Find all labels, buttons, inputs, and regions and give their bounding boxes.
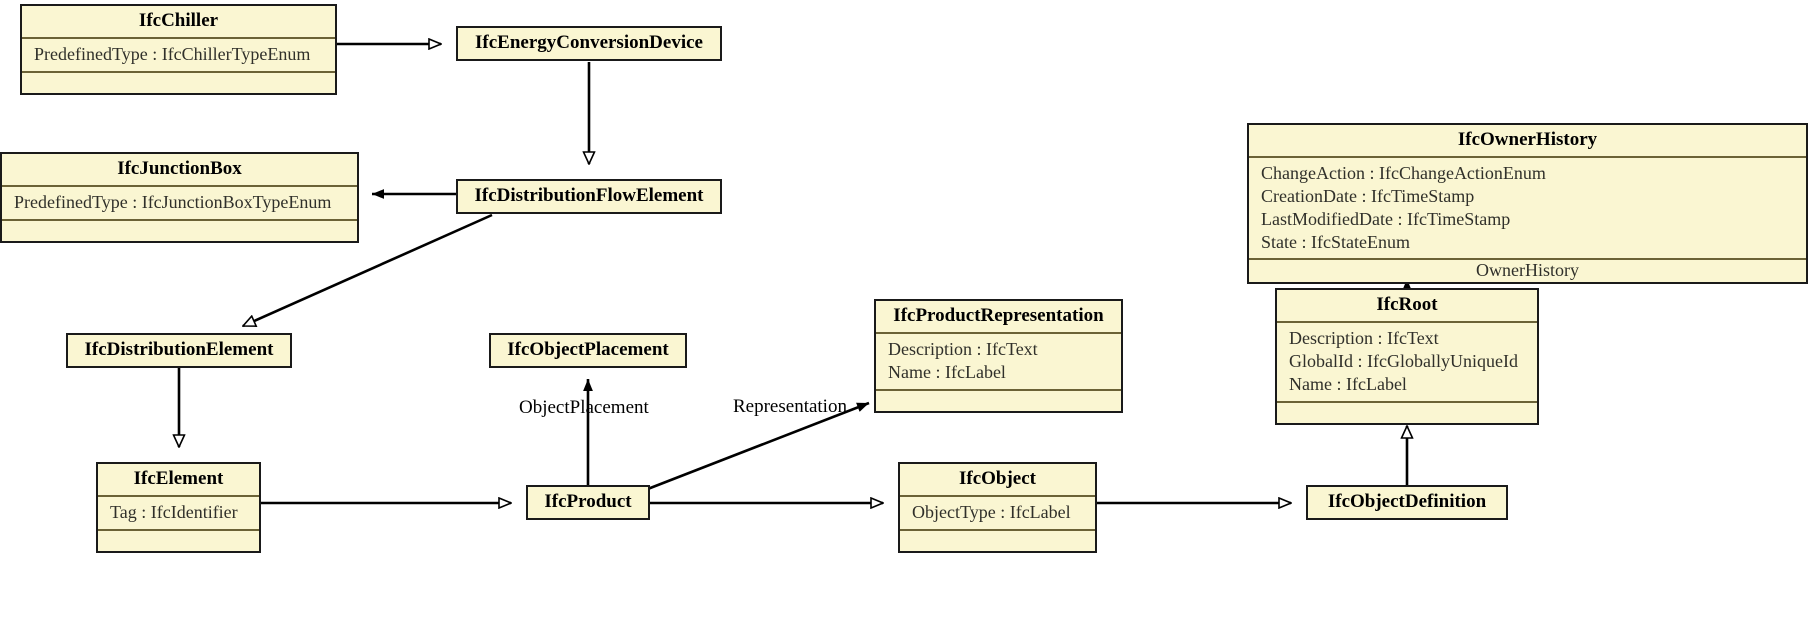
attribute-row: Description : IfcText [1289, 327, 1439, 348]
class-attributes-ifcelement: Tag : IfcIdentifier [98, 494, 259, 529]
class-box-ifcjunctionbox[interactable]: IfcJunctionBox PredefinedType : IfcJunct… [0, 152, 359, 243]
class-box-ifcenergyconversiondevice[interactable]: IfcEnergyConversionDevice [456, 26, 722, 61]
attribute-row: Name : IfcLabel [1289, 373, 1407, 394]
class-box-ifcroot[interactable]: IfcRoot Description : IfcText GlobalId :… [1275, 288, 1539, 425]
class-name-ifcjunctionbox: IfcJunctionBox [117, 158, 242, 179]
class-box-ifcchiller[interactable]: IfcChiller PredefinedType : IfcChillerTy… [20, 4, 337, 95]
attribute-row: PredefinedType : IfcJunctionBoxTypeEnum [14, 191, 332, 212]
attribute-row: Tag : IfcIdentifier [110, 501, 238, 522]
class-name-ifcobjectdefinition: IfcObjectDefinition [1327, 491, 1487, 512]
class-name-ifcdistributionflowelement: IfcDistributionFlowElement [474, 185, 704, 206]
attribute-row: LastModifiedDate : IfcTimeStamp [1261, 208, 1511, 229]
attribute-row: GlobalId : IfcGloballyUniqueId [1289, 350, 1518, 371]
class-attributes-ifcroot: Description : IfcText GlobalId : IfcGlob… [1277, 320, 1537, 401]
class-box-ifcdistributionflowelement[interactable]: IfcDistributionFlowElement [456, 179, 722, 214]
attribute-row: PredefinedType : IfcChillerTypeEnum [34, 43, 311, 64]
edge-label-objectplacement: ObjectPlacement [519, 397, 649, 418]
class-footer-ifcobject [900, 528, 1095, 551]
class-footer-ifcownerhistory: OwnerHistory [1249, 258, 1806, 282]
class-name-ifcroot: IfcRoot [1376, 294, 1438, 315]
class-name-ifcobjectplacement: IfcObjectPlacement [507, 339, 669, 360]
attribute-row: State : IfcStateEnum [1261, 231, 1410, 252]
edge-label-representation: Representation [733, 396, 847, 417]
class-attributes-ifcchiller: PredefinedType : IfcChillerTypeEnum [22, 36, 335, 71]
class-name-ifcproductrepresentation: IfcProductRepresentation [893, 305, 1104, 326]
class-name-ifcdistributionelement: IfcDistributionElement [84, 339, 274, 360]
attribute-row: Name : IfcLabel [888, 361, 1006, 382]
attribute-row: CreationDate : IfcTimeStamp [1261, 185, 1475, 206]
class-attributes-ifcobject: ObjectType : IfcLabel [900, 494, 1095, 529]
attribute-row: ChangeAction : IfcChangeActionEnum [1261, 162, 1546, 183]
class-name-ifcelement: IfcElement [133, 468, 224, 489]
class-name-ifcchiller: IfcChiller [138, 10, 219, 31]
class-footer-ifcjunctionbox [2, 218, 357, 241]
class-footer-ifcelement [98, 528, 259, 551]
class-box-ifcownerhistory[interactable]: IfcOwnerHistory ChangeAction : IfcChange… [1247, 123, 1808, 285]
attribute-row: Description : IfcText [888, 338, 1038, 359]
class-box-ifcproductrepresentation[interactable]: IfcProductRepresentation Description : I… [874, 299, 1123, 413]
class-box-ifcobject[interactable]: IfcObject ObjectType : IfcLabel [898, 462, 1097, 553]
class-name-ifcenergyconversiondevice: IfcEnergyConversionDevice [475, 32, 703, 53]
class-attributes-ifcproductrepresentation: Description : IfcText Name : IfcLabel [876, 331, 1121, 389]
class-footer-ifcchiller [22, 70, 335, 93]
class-attributes-ifcownerhistory: ChangeAction : IfcChangeActionEnum Creat… [1249, 155, 1806, 258]
class-name-ifcownerhistory: IfcOwnerHistory [1457, 129, 1598, 150]
class-attributes-ifcjunctionbox: PredefinedType : IfcJunctionBoxTypeEnum [2, 184, 357, 219]
class-box-ifcobjectdefinition[interactable]: IfcObjectDefinition [1306, 485, 1508, 520]
class-name-ifcobject: IfcObject [958, 468, 1037, 489]
class-name-ifcproduct: IfcProduct [544, 491, 632, 512]
class-box-ifcobjectplacement[interactable]: IfcObjectPlacement [489, 333, 687, 368]
class-box-ifcdistributionelement[interactable]: IfcDistributionElement [66, 333, 292, 368]
attribute-row: ObjectType : IfcLabel [912, 501, 1071, 522]
class-footer-ifcproductrepresentation [876, 388, 1121, 411]
class-footer-ifcroot [1277, 400, 1537, 423]
class-box-ifcelement[interactable]: IfcElement Tag : IfcIdentifier [96, 462, 261, 553]
class-box-ifcproduct[interactable]: IfcProduct [526, 485, 650, 520]
